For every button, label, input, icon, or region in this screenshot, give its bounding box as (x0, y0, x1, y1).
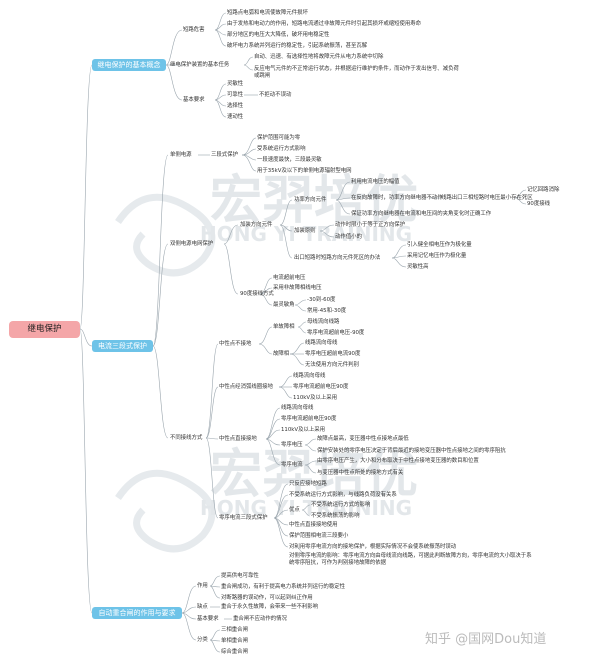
node-single-source[interactable]: 单侧电源 (170, 152, 192, 158)
node-90-connection[interactable]: 90度接线 (527, 201, 551, 207)
node-ng-single-2[interactable]: 零序电流超前电压-90度 (307, 330, 365, 336)
node-ng-fault-2[interactable]: 零序电压超前电流90度 (305, 351, 361, 357)
topic-three-stage-protection[interactable]: 电流三段式保护 (92, 340, 153, 352)
node-double-source[interactable]: 双侧电源电网保护 (170, 241, 214, 247)
node-cls-1[interactable]: 三相重合闸 (221, 627, 248, 633)
node-zi-1[interactable]: 由零序电压产生，大小和分布取决于中性点接地变压器的数目和位置 (317, 458, 479, 464)
node-zero-1[interactable]: 只反应接地短路 (289, 481, 327, 487)
node-dead-2[interactable]: 采用记忆电压作为极化量 (407, 253, 467, 259)
node-zero-voltage[interactable]: 零序电压 (281, 442, 303, 448)
node-harm-1[interactable]: 短路点电弧和电流使故障元件损坏 (227, 10, 308, 16)
topic-basic-concepts[interactable]: 继电保护的基本概念 (92, 59, 166, 71)
node-angle-1[interactable]: -30到-60度 (307, 297, 336, 303)
node-effect-1[interactable]: 提高供电可靠性 (221, 573, 259, 579)
node-req-reliability[interactable]: 可靠性 (227, 92, 244, 98)
node-angle[interactable]: 最灵敏角 (273, 302, 295, 308)
node-single-fault[interactable]: 单故障相 (273, 324, 295, 330)
node-arc-2[interactable]: 零序电流超前电压90度 (293, 384, 349, 390)
node-effect-3[interactable]: 对断路器的误动作，可以起到纠正作用 (221, 595, 313, 601)
node-ng-fault-1[interactable]: 线路流向母线 (305, 340, 338, 346)
node-zero-sequence[interactable]: 零序电流三段式保护 (219, 515, 268, 521)
node-principle-2[interactable]: 动作值小的 (335, 234, 362, 240)
node-zero-2[interactable]: 不受系统运行方式影响，与线路负荷没有关系 (289, 492, 397, 498)
node-dead-method[interactable]: 出口短路时短路方向元件死区的办法 (294, 255, 381, 261)
node-zero-5[interactable]: 对利用零序电流方向的接地保护，根据实际情况不会使系统振荡时误动 (289, 544, 457, 550)
node-zero-current[interactable]: 零序电流 (281, 462, 303, 468)
node-arc-suppression[interactable]: 中性点经消弧线圈接地 (219, 384, 273, 390)
node-single-2[interactable]: 受系统运行方式影响 (257, 146, 306, 152)
source-watermark: 知乎 @国网Dou知道 (425, 632, 547, 647)
node-zero-advantage[interactable]: 优点 (289, 507, 300, 513)
node-effect-2[interactable]: 重合闸成功，有利于提高电力系统并列运行的稳定性 (221, 584, 345, 590)
node-classification[interactable]: 分类 (197, 637, 208, 643)
node-zi-2[interactable]: 与变压器中性点所处的接地方式有关 (317, 470, 404, 476)
node-defect[interactable]: 缺点 (197, 604, 208, 610)
node-ungrounded[interactable]: 中性点不接地 (219, 341, 252, 347)
node-basic-task[interactable]: 继电保护装置的基本任务 (170, 62, 230, 68)
root-node[interactable]: 继电保护 (9, 321, 80, 338)
node-ng-single-1[interactable]: 母线流向线路 (307, 319, 340, 325)
node-direct-2[interactable]: 零序电流超前电压90度 (281, 416, 337, 422)
node-fault-phase[interactable]: 故障相 (273, 351, 290, 357)
node-short-circuit-harm[interactable]: 短路危害 (183, 27, 205, 33)
node-angle-2[interactable]: 常用-45和-30度 (307, 308, 347, 314)
node-harm-4[interactable]: 破坏电力系统并列运行的稳定性，引起系统振荡，甚至瓦解 (227, 43, 368, 49)
node-ninety-2[interactable]: 采用非故障相线电压 (273, 285, 322, 291)
node-ninety-mode[interactable]: 90度接线方式 (240, 291, 274, 297)
node-reclose-req-1[interactable]: 重合闸不应动作的情况 (233, 616, 287, 622)
node-single-4[interactable]: 用于35kV及以下的单侧电源辐射型电网 (257, 168, 352, 174)
node-ng-fault-3[interactable]: 无法使用方向元件判别 (305, 362, 359, 368)
node-single-3[interactable]: 一段速度最快，三段最灵敏 (257, 157, 322, 163)
node-zero-4[interactable]: 保护范围相电流三段要小 (289, 533, 349, 539)
node-zero-3[interactable]: 中性点直接接地使用 (289, 522, 338, 528)
node-basic-requirements[interactable]: 基本要求 (183, 97, 205, 103)
node-connection-modes[interactable]: 不同接线方式 (170, 435, 203, 441)
node-zv-2[interactable]: 保护安装处的零序电压决定于背后最近的接地变压器中性点接地之间的零序阻抗 (317, 448, 506, 454)
node-direct-ground[interactable]: 中性点直接接地 (219, 436, 257, 442)
node-zv-1[interactable]: 故障点最高，变压器中性点接地点最低 (317, 436, 409, 442)
topic-auto-reclose[interactable]: 自动重合闸的作用与要求 (92, 607, 182, 619)
node-principle[interactable]: 加装原则 (294, 228, 316, 234)
node-req-sensitivity[interactable]: 灵敏性 (227, 81, 244, 87)
node-cls-2[interactable]: 单相重合闸 (221, 638, 248, 644)
node-single-1[interactable]: 保护范围可能为零 (257, 135, 301, 141)
node-req-selectivity[interactable]: 选择性 (227, 103, 244, 109)
node-principle-1[interactable]: 动作时限小于等于正方向保护 (335, 222, 406, 228)
node-power-2[interactable]: 在反向故障时，功率方向继电器不动作 (351, 195, 443, 201)
node-dead-1[interactable]: 引入健全相电压作为极化量 (407, 242, 472, 248)
node-task-2[interactable]: 反应电气元件的不正常运行状态，并根据运行维护的条件，而动作于发出信号、减负荷或跳… (254, 66, 459, 79)
node-harm-2[interactable]: 由于发热和电动力的作用，短路电流通过非故障元件时引起其损坏或缩短使用寿命 (227, 21, 422, 27)
node-effect[interactable]: 作用 (197, 583, 208, 589)
node-req-speed[interactable]: 速动性 (227, 114, 244, 120)
node-task-1[interactable]: 自动、迅速、有选择性地将故障元件从电力系统中切除 (254, 54, 384, 60)
node-defect-1[interactable]: 重合于永久性故障，会带来一些不利影响 (221, 604, 319, 610)
node-cls-3[interactable]: 综合重合闸 (221, 649, 248, 655)
node-req-note[interactable]: 不拒动不误动 (259, 92, 292, 98)
node-harm-3[interactable]: 部分地区的电压大大降低，破坏用电稳定性 (227, 32, 330, 38)
node-zero-adv-1[interactable]: 不受系统运行方式的影响 (311, 502, 371, 508)
node-power-1[interactable]: 利用电流电压的幅值 (351, 179, 400, 185)
node-add-direction[interactable]: 加装方向元件 (240, 222, 273, 228)
node-power-3[interactable]: 保证功率方向继电器在电流和电压间的夹角变化时正确工作 (351, 211, 492, 217)
node-power-direction[interactable]: 功率方向元件 (294, 197, 327, 203)
node-direct-3[interactable]: 110kV及以上采用 (281, 427, 326, 433)
node-ninety-1[interactable]: 电流超前电压 (273, 275, 306, 281)
node-memory-circuit[interactable]: 记忆回路消除 (527, 187, 560, 193)
node-arc-3[interactable]: 110kV及以上采用 (293, 395, 338, 401)
node-dead-zone[interactable]: 线路出口三相短路时电压最小存在死区 (441, 195, 533, 201)
node-zero-long[interactable]: 对侧零序电流的影响：零序电流方向由母线流向线路，可据此判断故障方向，零序电流的大… (289, 553, 532, 566)
node-single-three-stage[interactable]: 三段式保护 (211, 152, 238, 158)
node-direct-1[interactable]: 线路流向母线 (281, 405, 314, 411)
node-arc-1[interactable]: 线路流向母线 (293, 373, 326, 379)
node-zero-adv-2[interactable]: 不受系统振荡的影响 (311, 513, 360, 519)
node-reclose-req[interactable]: 基本要求 (197, 616, 219, 622)
node-dead-3[interactable]: 灵敏性高 (407, 264, 429, 270)
